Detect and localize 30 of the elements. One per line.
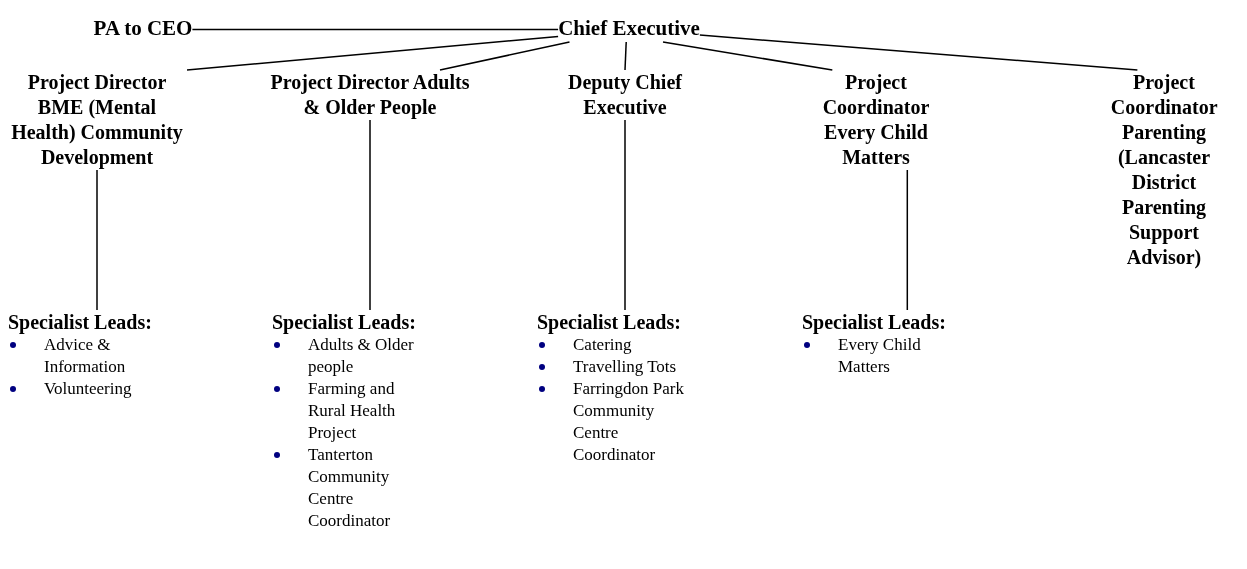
connector-line bbox=[191, 28, 559, 31]
connector-line bbox=[369, 119, 371, 311]
connector-line bbox=[186, 35, 559, 71]
role-title: Project Director Adults & Older People bbox=[270, 70, 470, 120]
list-item: Every Child Matters bbox=[838, 334, 922, 378]
connector-line bbox=[439, 41, 571, 71]
list-item: Farming and Rural Health Project bbox=[308, 378, 397, 444]
role-title: PA to CEO bbox=[93, 14, 193, 42]
list-item: Catering bbox=[573, 334, 633, 356]
section-heading: Specialist Leads: bbox=[272, 310, 416, 334]
connector-line bbox=[699, 34, 1139, 71]
section-heading: Specialist Leads: bbox=[8, 310, 152, 334]
list-item: Advice & Information bbox=[44, 334, 127, 378]
role-title: Project Coordinator Every Child Matters bbox=[813, 70, 939, 170]
role-title: Project Director BME (Mental Health) Community Development bbox=[7, 70, 187, 170]
connector-line bbox=[906, 169, 909, 311]
connector-line bbox=[624, 119, 626, 311]
section-heading: Specialist Leads: bbox=[537, 310, 681, 334]
list-item: Adults & Older people bbox=[308, 334, 415, 378]
list-item: Farringdon Park Community Centre Coordinator bbox=[573, 378, 685, 466]
connector-line bbox=[96, 169, 98, 311]
connector-line bbox=[662, 41, 834, 71]
section-heading: Specialist Leads: bbox=[802, 310, 946, 334]
list-item: Volunteering bbox=[44, 378, 133, 400]
list-item: Travelling Tots bbox=[573, 356, 678, 378]
connector-line bbox=[624, 41, 627, 71]
role-title: Deputy Chief Executive bbox=[530, 70, 720, 120]
list-item: Tanterton Community Centre Coordinator bbox=[308, 444, 392, 532]
role-title: Project Coordinator Parenting (Lancaster District Parenting Support Advisor) bbox=[1110, 70, 1218, 270]
role-title: Chief Executive bbox=[558, 14, 700, 42]
